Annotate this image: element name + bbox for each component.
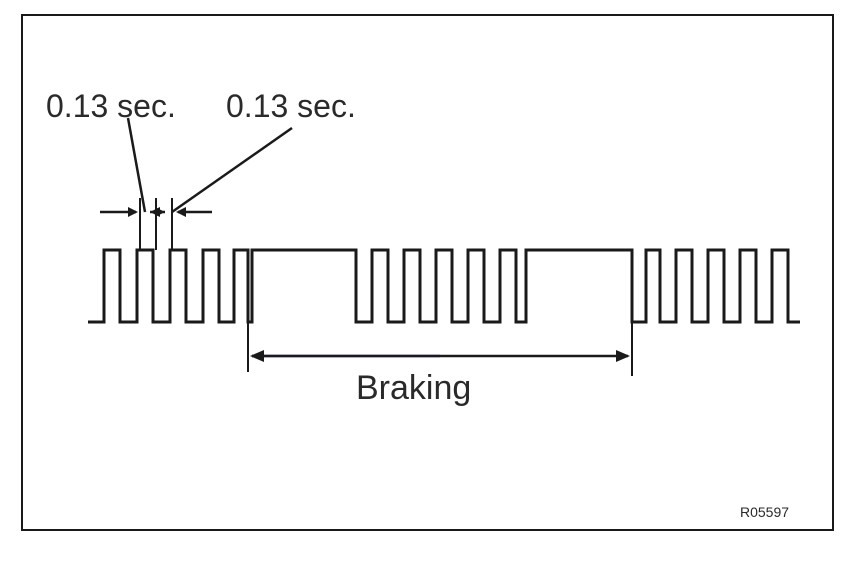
figure-code: R05597 (740, 504, 789, 520)
diagram-frame (21, 14, 834, 531)
arrowhead-left-icon (176, 207, 186, 217)
arrowhead-right-icon (616, 350, 630, 362)
arrowhead-right-icon (128, 207, 138, 217)
arrowhead-right-icon (155, 207, 165, 217)
interval-label-right: 0.13 sec. (226, 88, 356, 124)
leader-line-right (171, 126, 293, 214)
pulse-waveform (88, 248, 800, 324)
leader-line-left (126, 117, 147, 213)
arrowhead-left-icon (250, 350, 264, 362)
braking-label: Braking (356, 369, 471, 407)
interval-label-left: 0.13 sec. (46, 88, 176, 124)
